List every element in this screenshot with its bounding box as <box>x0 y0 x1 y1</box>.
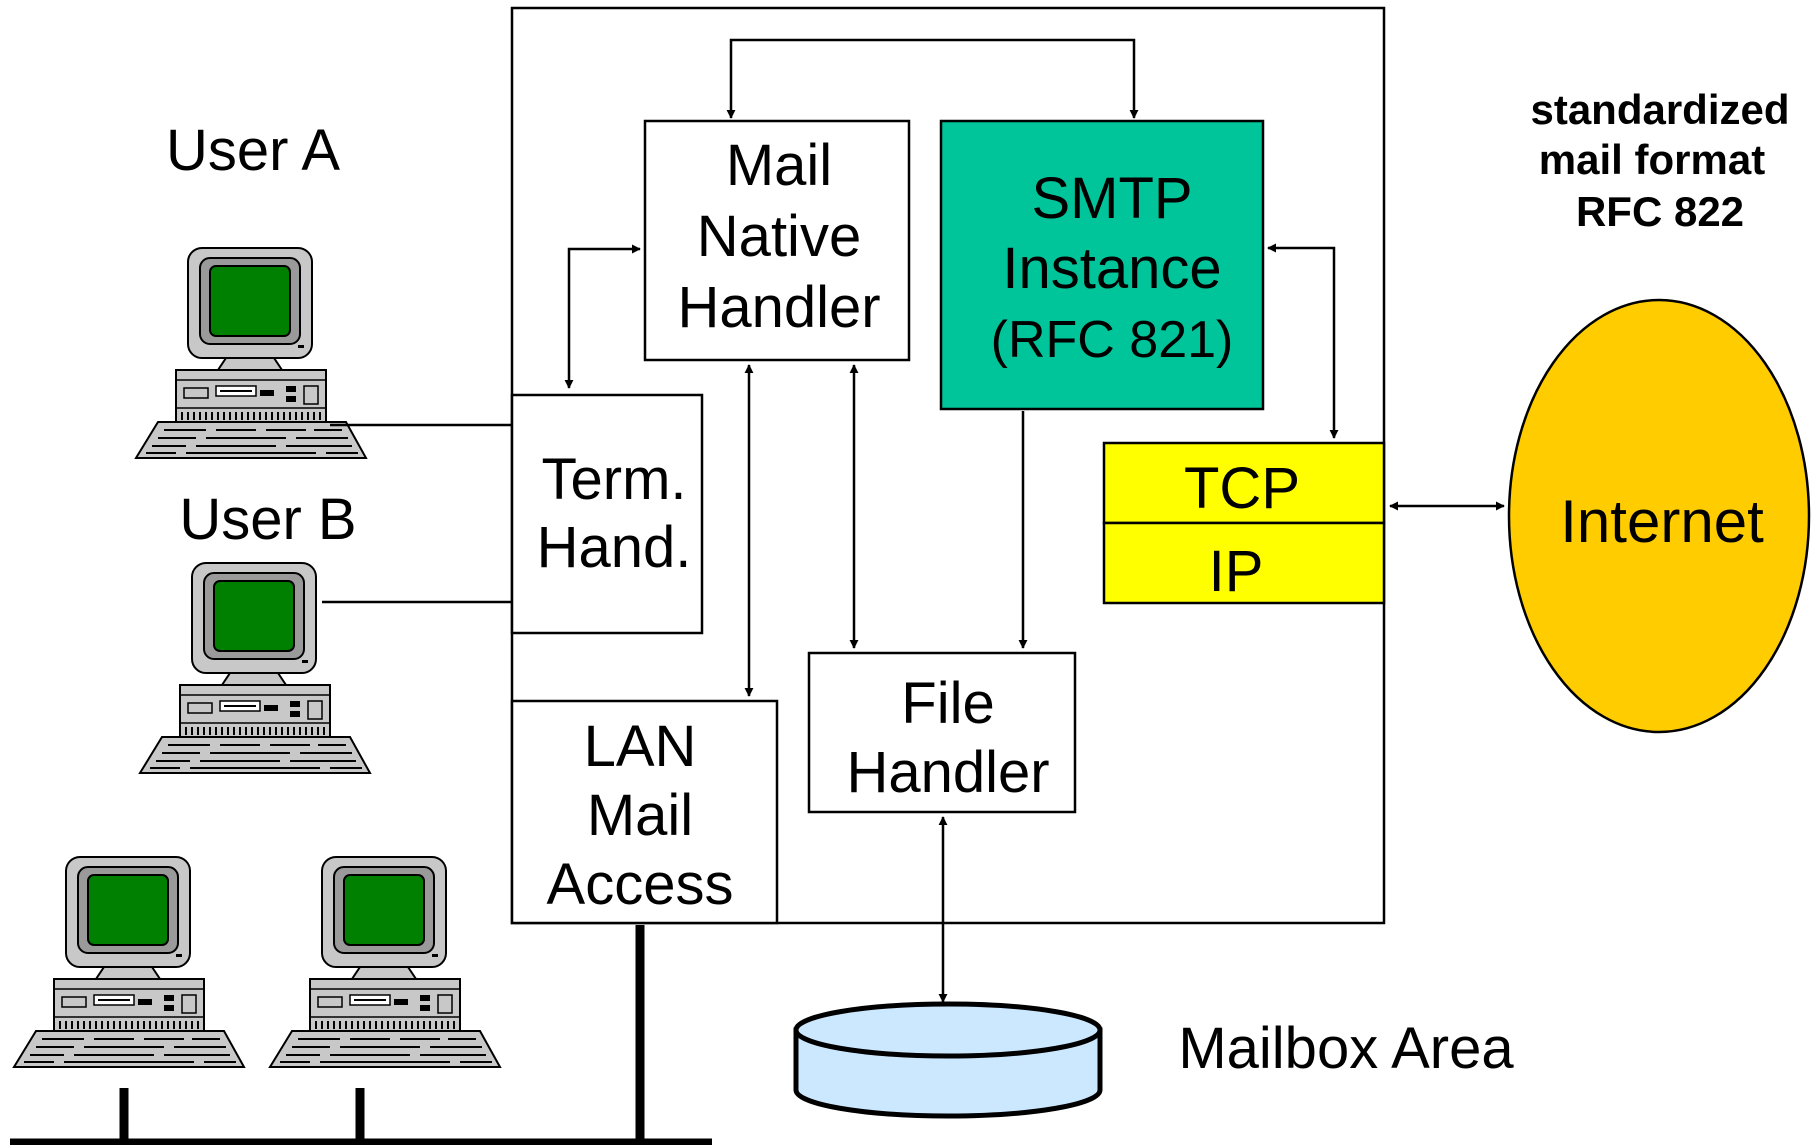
term-handler-box <box>510 393 704 635</box>
term-to-handler-arrow <box>564 244 641 389</box>
mailbox-area-label: Mailbox Area <box>1178 1016 1514 1081</box>
file-handler-box <box>807 651 1077 814</box>
tcp-box <box>1102 441 1386 525</box>
smtp-instance-box <box>939 119 1265 411</box>
smtp-instance-line-1: SMTP <box>1031 166 1192 231</box>
computer-icon-lan-2 <box>269 856 501 1068</box>
standard-note-line-2: mail format <box>1539 136 1765 183</box>
mail-native-handler-line-2: Native <box>697 204 861 269</box>
file-handler-line-2: Handler <box>846 740 1049 805</box>
user-a-label: User A <box>166 118 340 183</box>
internet-ellipse <box>1507 298 1811 734</box>
smtp-instance-line-3: (RFC 821) <box>991 311 1234 369</box>
lan-mail-access-line-3: Access <box>547 852 734 917</box>
smtp-tcp-arrow <box>1267 243 1339 439</box>
smtp-instance-line-2: Instance <box>1002 236 1221 301</box>
lan-mail-access-line-1: LAN <box>584 714 697 779</box>
lan-mail-access-box <box>510 699 779 925</box>
mail-native-handler-line-1: Mail <box>726 133 832 198</box>
mail-native-handler-box <box>643 119 911 362</box>
user-b-label: User B <box>179 487 356 552</box>
mail-native-handler-line-3: Handler <box>677 275 880 340</box>
tcp-label: TCP <box>1184 456 1300 521</box>
internet-label: Internet <box>1560 488 1764 555</box>
handler-smtp-loop-arrow <box>726 38 1139 119</box>
computer-icon-user-b <box>139 562 371 774</box>
term-handler-line-1: Term. <box>542 447 687 512</box>
file-handler-line-1: File <box>901 671 994 736</box>
term-handler-line-2: Hand. <box>537 515 692 580</box>
standard-note-line-1: standardized <box>1530 86 1789 133</box>
ip-label: IP <box>1209 539 1264 604</box>
computer-icon-lan-1 <box>13 856 245 1068</box>
mailbox-database-icon <box>793 1001 1103 1119</box>
standard-note-line-3: RFC 822 <box>1576 188 1744 235</box>
computer-icon-user-a <box>135 247 367 459</box>
lan-mail-access-line-2: Mail <box>587 783 693 848</box>
ip-box <box>1102 521 1386 605</box>
